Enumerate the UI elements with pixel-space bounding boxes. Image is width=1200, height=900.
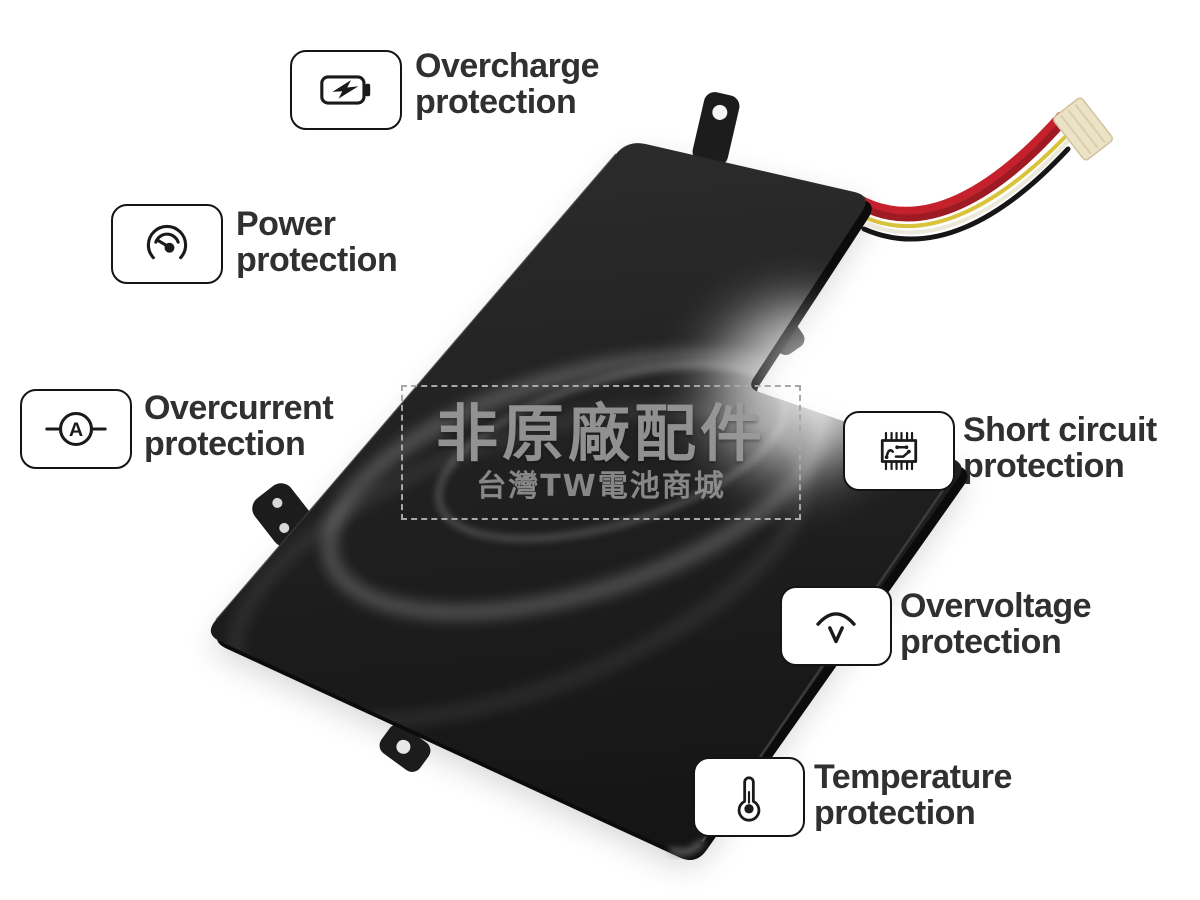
wire-connector: [1053, 97, 1113, 161]
yellow-wire: [860, 134, 1068, 228]
feature-line1: Temperature: [814, 758, 1012, 796]
temperature-icon-box: [693, 757, 805, 837]
feature-line2: protection: [236, 241, 398, 279]
overvoltage-label: Overvoltage protection: [900, 587, 1092, 661]
overcharge-icon-box: [290, 50, 402, 130]
overcurrent-label: Overcurrent protection: [144, 389, 334, 463]
white-wire: [861, 140, 1069, 235]
feature-line1: Overcharge: [415, 47, 600, 85]
short-circuit-icon-box: [843, 411, 955, 491]
power-label: Power protection: [236, 205, 398, 279]
overcharge-label: Overcharge protection: [415, 47, 600, 121]
feature-line1: Power: [236, 205, 336, 243]
watermark-title: 非原廠配件: [435, 396, 766, 470]
mounting-tab-bottom: [379, 724, 431, 772]
battery-charging-icon: [320, 75, 371, 105]
overcurrent-icon-box: A: [20, 389, 132, 469]
ammeter-icon: A: [45, 411, 107, 447]
voltage-arc-icon: [816, 612, 856, 644]
overvoltage-icon-box: [780, 586, 892, 666]
feature-line1: Short circuit: [963, 411, 1157, 449]
thermometer-icon: [737, 776, 761, 822]
feature-line2: protection: [900, 623, 1062, 661]
mounting-tab-top: [692, 92, 740, 166]
short-circuit-label: Short circuit protection: [963, 412, 1157, 484]
feature-line1: Overvoltage: [900, 587, 1092, 625]
black-wire: [861, 146, 1071, 242]
notch-bloom: [763, 323, 873, 433]
wire-bundle: [854, 97, 1113, 242]
feature-line2: protection: [415, 83, 577, 121]
power-icon-box: [111, 204, 223, 284]
red-wire: [854, 112, 1064, 215]
watermark-box: 非原廠配件 台灣TW電池商城: [401, 385, 801, 520]
feature-line2: protection: [963, 447, 1125, 485]
feature-line2: protection: [814, 794, 976, 832]
power-gauge-icon: [146, 224, 188, 260]
svg-text:A: A: [69, 419, 83, 441]
feature-line2: protection: [144, 425, 306, 463]
dark-red-wire: [856, 120, 1066, 222]
temperature-label: Temperature protection: [814, 759, 1012, 831]
circuit-chip-icon: [880, 431, 918, 471]
feature-line1: Overcurrent: [144, 389, 334, 427]
watermark-subtitle: 台灣TW電池商城: [476, 468, 726, 504]
